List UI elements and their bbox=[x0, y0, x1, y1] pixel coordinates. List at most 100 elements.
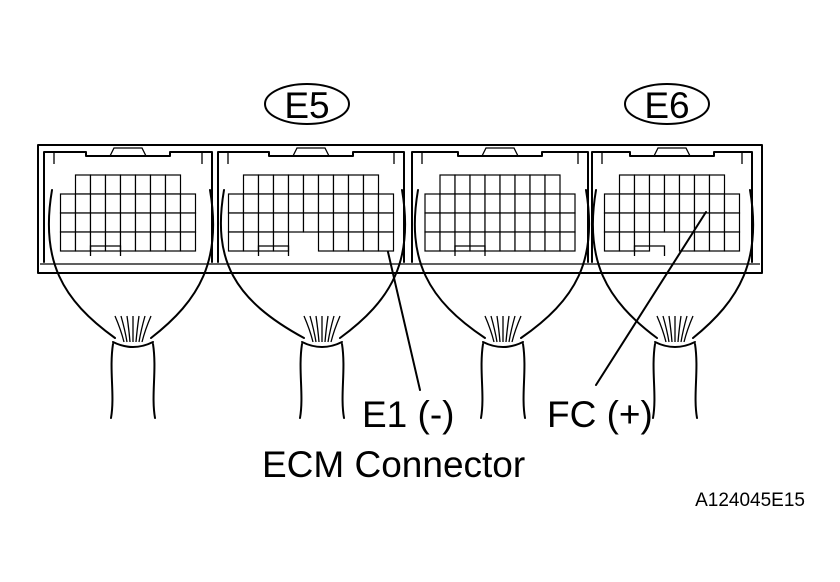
pin-cavity bbox=[529, 212, 546, 233]
wire-strand bbox=[327, 315, 335, 343]
harness-outline bbox=[591, 189, 658, 339]
pin-cavity bbox=[59, 212, 77, 233]
pin-cavity bbox=[708, 212, 726, 233]
pin-cavity bbox=[134, 174, 152, 195]
pin-cavity bbox=[484, 174, 501, 195]
pin-cavity bbox=[89, 212, 107, 233]
pin-cavity bbox=[633, 174, 651, 195]
pin-cavity bbox=[454, 174, 471, 195]
pin-cavity bbox=[559, 231, 576, 252]
key-step bbox=[633, 245, 666, 256]
wire-strand bbox=[114, 315, 125, 343]
pin-cavity bbox=[708, 174, 726, 195]
pin-cavity bbox=[469, 212, 486, 233]
pin-cavity bbox=[257, 174, 275, 195]
key-step bbox=[454, 245, 486, 256]
pin-cavity bbox=[317, 193, 335, 214]
pin-cavity bbox=[693, 212, 711, 233]
harness-outline bbox=[47, 189, 116, 339]
pin-cavity bbox=[242, 174, 260, 195]
wire-strand bbox=[505, 315, 510, 343]
pin-cavity bbox=[648, 193, 666, 214]
wire-harness bbox=[219, 189, 407, 419]
caption-ecm-connector: ECM Connector bbox=[262, 444, 525, 485]
pin-cavity bbox=[227, 193, 245, 214]
pin-cavity bbox=[469, 231, 486, 252]
connector-tag-e6-text: E6 bbox=[644, 85, 689, 126]
pin-cavity bbox=[663, 193, 681, 214]
harness-outline bbox=[150, 189, 215, 339]
pin-cavity bbox=[678, 174, 696, 195]
pin-cavity bbox=[618, 193, 636, 214]
pin-cavity bbox=[708, 193, 726, 214]
wire-harnesses bbox=[47, 189, 755, 419]
pin-cavity bbox=[529, 231, 546, 252]
pin-cavity bbox=[544, 193, 561, 214]
connector-tag-e6: E6 bbox=[624, 83, 710, 126]
wire-strand bbox=[677, 315, 682, 343]
wire-strand bbox=[668, 315, 673, 343]
wire-strand bbox=[324, 315, 329, 343]
pin-cavity bbox=[119, 193, 137, 214]
pin-cavity bbox=[134, 212, 152, 233]
pin-cavity bbox=[179, 193, 197, 214]
pin-cavity bbox=[678, 212, 696, 233]
connector-blocks bbox=[43, 147, 753, 263]
pin-cavity bbox=[242, 231, 260, 252]
pin-cavity bbox=[74, 212, 92, 233]
leader-line-e1 bbox=[387, 251, 421, 391]
pin-cavity bbox=[708, 231, 726, 252]
pin-cavity bbox=[424, 193, 441, 214]
pin-cavity bbox=[377, 231, 395, 252]
wire-strand bbox=[490, 315, 498, 343]
wire-strand bbox=[680, 315, 688, 343]
sheath bbox=[152, 343, 156, 419]
leader-line-fc bbox=[595, 211, 707, 386]
sheath bbox=[522, 343, 526, 419]
pin-cavity bbox=[332, 193, 350, 214]
pin-cavity bbox=[514, 212, 531, 233]
pin-cavity bbox=[362, 231, 380, 252]
pin-cavity bbox=[119, 231, 137, 252]
connector-tag-e5-text: E5 bbox=[284, 85, 329, 126]
pin-cavity bbox=[317, 174, 335, 195]
pin-cavity bbox=[439, 174, 456, 195]
wire-strand bbox=[330, 315, 341, 343]
pin-cavity bbox=[514, 193, 531, 214]
connector-tag-e5: E5 bbox=[264, 83, 350, 126]
pin-cavity bbox=[424, 231, 441, 252]
pin-cavity bbox=[164, 231, 182, 252]
pin-cavity bbox=[663, 212, 681, 233]
pin-cavity bbox=[74, 174, 92, 195]
pin-cavity bbox=[439, 231, 456, 252]
pin-cavity bbox=[302, 174, 320, 195]
pin-cavity bbox=[59, 231, 77, 252]
pin-cavity bbox=[723, 212, 741, 233]
pin-cavity bbox=[439, 212, 456, 233]
bundle-neck bbox=[482, 341, 524, 348]
pin-cavity bbox=[134, 193, 152, 214]
pin-cavity bbox=[89, 193, 107, 214]
bundle-neck bbox=[112, 341, 154, 348]
pin-cavity bbox=[377, 212, 395, 233]
pin-cavity bbox=[104, 231, 122, 252]
pin-cavity bbox=[104, 174, 122, 195]
wire-strand bbox=[484, 315, 495, 343]
pin-cavity bbox=[164, 174, 182, 195]
pin-cavity bbox=[484, 212, 501, 233]
pin-cavity bbox=[723, 231, 741, 252]
pin-cavity bbox=[618, 212, 636, 233]
pin-cavity bbox=[439, 193, 456, 214]
bundle-neck bbox=[654, 341, 696, 348]
pin-cavity bbox=[693, 193, 711, 214]
connector-block bbox=[43, 147, 213, 263]
wire-strand bbox=[683, 315, 694, 343]
harness-outline bbox=[339, 189, 407, 339]
pin-cavity bbox=[514, 231, 531, 252]
pin-cavity bbox=[287, 212, 305, 233]
pin-cavity bbox=[302, 193, 320, 214]
sheath bbox=[299, 343, 303, 419]
pin-cavity bbox=[347, 174, 365, 195]
pin-cavity bbox=[559, 193, 576, 214]
